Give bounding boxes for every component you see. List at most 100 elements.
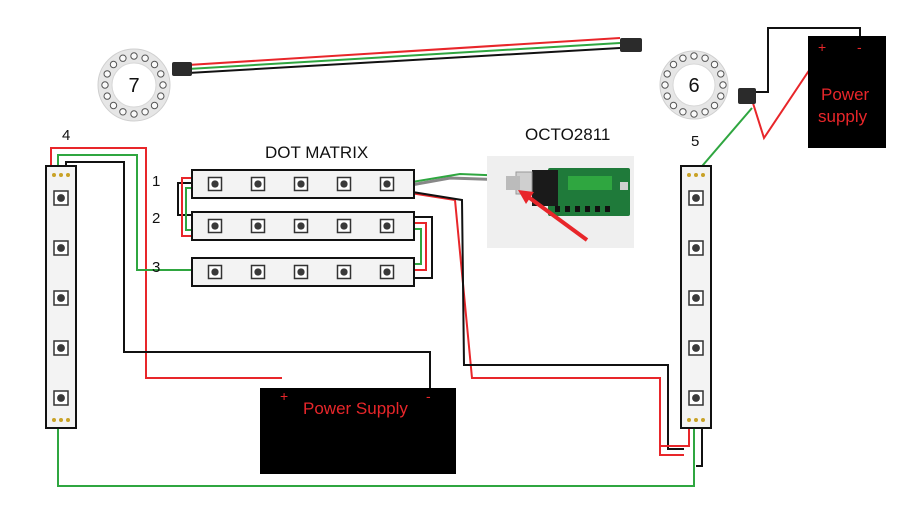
ring-led (663, 70, 671, 78)
ring-led (150, 101, 159, 110)
wire-green-strip4-top (57, 154, 192, 271)
strip-led-chip (57, 294, 65, 302)
ring-led (141, 54, 149, 62)
ring-led (690, 52, 698, 60)
ring-led (717, 70, 725, 78)
wire-black-jump-23 (413, 216, 433, 279)
ring-led (130, 110, 138, 118)
matrix-led-chip (297, 222, 305, 230)
ring-led (701, 108, 709, 116)
octo-arrow (525, 194, 589, 242)
matrix-led-chip (254, 180, 262, 188)
ring-7-label: 7 (128, 75, 139, 97)
wire-green-strip5-ring6 (696, 107, 753, 173)
ring-led (669, 101, 678, 110)
matrix-row-2-label: 2 (152, 210, 160, 227)
ring-led (119, 54, 127, 62)
wire-red-top (187, 37, 621, 66)
strip-4-leds (53, 190, 69, 406)
matrix-led-chip (383, 268, 391, 276)
matrix-row-1-label: 1 (152, 173, 160, 190)
wire-black-top (187, 47, 621, 74)
matrix-led-chip (297, 268, 305, 276)
strip-led-chip (57, 394, 65, 402)
power-supply-main: Power Supply + - (260, 388, 456, 474)
wire-green-jump-23 (413, 228, 422, 265)
led-ring-7: 7 (97, 48, 171, 122)
wire-red-jump-23 (413, 222, 427, 271)
wire-red-matrix-power (403, 191, 684, 456)
wire-red-jump-12 (181, 177, 192, 237)
power-supply-small: Power supply + - (808, 36, 886, 148)
ring-7-leds (101, 52, 167, 118)
matrix-led-chip (297, 180, 305, 188)
wire-red-strip4-top (50, 147, 282, 379)
ring-led (103, 92, 111, 100)
connector-ring-6-top (620, 38, 642, 52)
led-strip-5 (680, 165, 712, 429)
strip-4-pads (52, 173, 70, 422)
strip-led-chip (57, 244, 65, 252)
matrix-row-3-leds (207, 264, 395, 280)
connector-ring-6-psu (738, 88, 756, 104)
wire-red-ring6-psu (751, 47, 825, 141)
wire-red-strip5-bottom (660, 425, 690, 447)
power-main-plus: + (280, 388, 288, 404)
ring-6-leds (661, 52, 727, 118)
strip-4-label: 4 (62, 127, 70, 144)
ring-led (103, 70, 111, 78)
ring-led (119, 108, 127, 116)
wire-green-bottom-loop (57, 425, 695, 487)
ring-led (679, 54, 687, 62)
strip-led-chip (57, 194, 65, 202)
strip-5-pads (687, 173, 705, 422)
matrix-led-chip (211, 180, 219, 188)
ring-led (159, 81, 167, 89)
power-small-minus: - (857, 39, 862, 55)
power-main-label: Power Supply (303, 399, 408, 418)
matrix-row-3 (191, 257, 415, 287)
strip-led-chip (692, 194, 700, 202)
strip-led-chip (692, 394, 700, 402)
ring-led (669, 60, 678, 69)
ring-led (141, 108, 149, 116)
matrix-led-chip (340, 180, 348, 188)
matrix-led-chip (340, 222, 348, 230)
matrix-row-1-leds (207, 176, 395, 192)
power-main-minus: - (426, 388, 431, 404)
ring-led (710, 60, 719, 69)
matrix-led-chip (383, 222, 391, 230)
ring-led (157, 70, 165, 78)
wire-green-jump-12 (185, 187, 192, 231)
ring-led (701, 54, 709, 62)
matrix-led-chip (211, 222, 219, 230)
matrix-led-chip (211, 268, 219, 276)
ring-led (679, 108, 687, 116)
power-small-plus: + (818, 39, 826, 55)
wire-black-strip5-bottom (696, 425, 703, 467)
ring-6-label: 6 (688, 75, 699, 97)
ring-led (109, 60, 118, 69)
ring-led (710, 101, 719, 110)
matrix-row-3-label: 3 (152, 259, 160, 276)
matrix-led-chip (340, 268, 348, 276)
wire-green-top (187, 42, 621, 70)
matrix-row-2-leds (207, 218, 395, 234)
ring-led (101, 81, 109, 89)
wire-black-strip4-top (65, 161, 431, 388)
ring-led (717, 92, 725, 100)
matrix-led-chip (254, 268, 262, 276)
strip-led-chip (692, 344, 700, 352)
ring-led (663, 92, 671, 100)
ring-led (150, 60, 159, 69)
strip-5-label: 5 (691, 133, 699, 150)
dot-matrix-title: DOT MATRIX (265, 143, 368, 162)
strip-led-chip (692, 244, 700, 252)
wire-black-ring6-psu (752, 27, 861, 93)
octo-title: OCTO2811 (525, 125, 610, 144)
led-strip-4 (45, 165, 77, 429)
matrix-row-1 (191, 169, 415, 199)
ring-led (690, 110, 698, 118)
